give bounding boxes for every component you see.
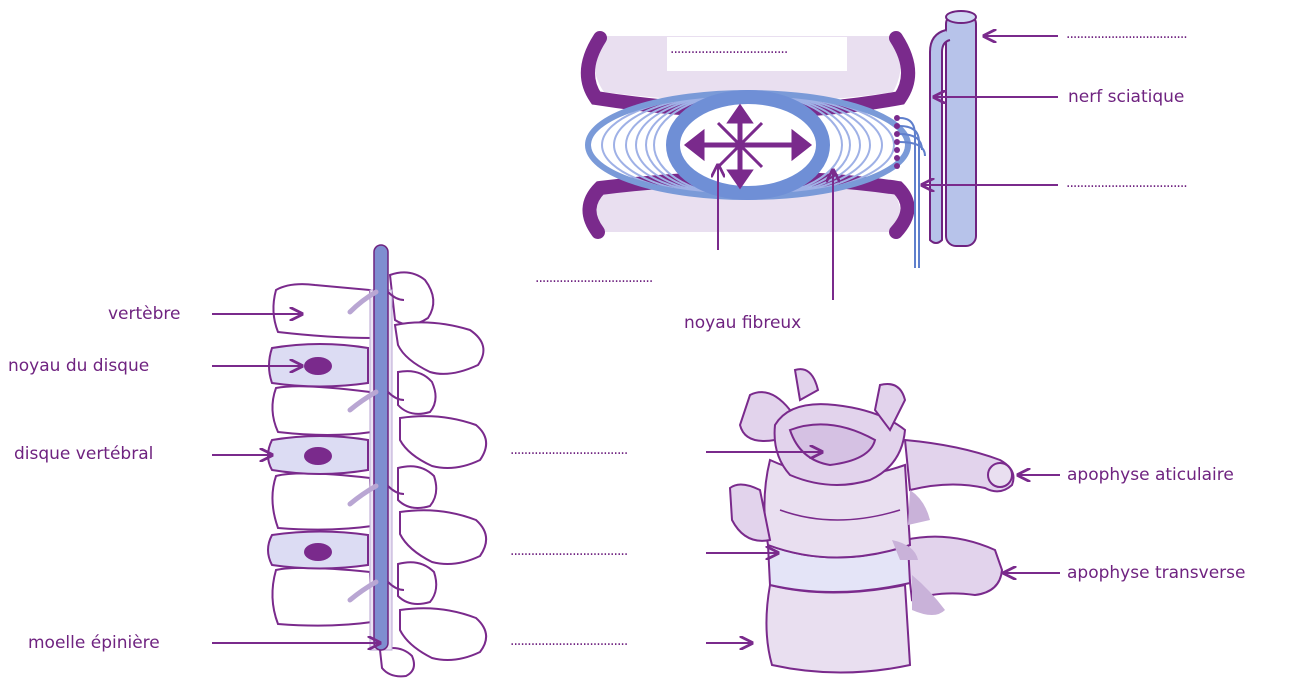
- blank-bottom-1: ..................................: [510, 443, 688, 457]
- label-moelle-epiniere: moelle épinière: [28, 633, 160, 653]
- spinous-process: [380, 648, 414, 676]
- blank-bottom-2: ..................................: [510, 544, 688, 558]
- lower-vertebra-body: [766, 585, 910, 673]
- spine-figure: [268, 245, 486, 676]
- sciatic-nerve-front: [946, 14, 976, 246]
- vertebral-body: [272, 386, 372, 435]
- sciatic-nerve-top: [946, 11, 976, 23]
- vertebral-body: [273, 284, 372, 338]
- spinous-process: [400, 510, 486, 564]
- vertebra-3d-figure: [730, 369, 1014, 672]
- disc-nucleus: [304, 447, 332, 465]
- label-noyau-fibreux: noyau fibreux: [684, 313, 801, 333]
- label-nerf-sciatique: nerf sciatique: [1068, 87, 1184, 107]
- label-vertebre: vertèbre: [108, 304, 181, 324]
- spinous-process: [398, 371, 436, 414]
- blank-left: ..................................: [535, 271, 731, 285]
- spinous-process: [398, 562, 436, 604]
- disc-nucleus: [304, 543, 332, 561]
- spinous-process-3d: [795, 369, 818, 400]
- label-noyau-du-disque: noyau du disque: [8, 356, 149, 376]
- label-disque-vertebral: disque vertébral: [14, 444, 153, 464]
- blank-bottom-3: ..................................: [510, 634, 688, 648]
- spinal-cord: [374, 245, 388, 650]
- blank-right-bottom: ...................................: [1066, 176, 1244, 190]
- spinous-process: [400, 416, 486, 468]
- disc-nucleus: [304, 357, 332, 375]
- spinous-process: [400, 608, 486, 660]
- label-apophyse-articulaire: apophyse aticulaire: [1067, 465, 1234, 485]
- spinous-process: [398, 466, 436, 508]
- blank-top: ..................................: [670, 42, 842, 56]
- label-apophyse-transverse: apophyse transverse: [1067, 563, 1245, 583]
- spinous-process: [395, 322, 483, 373]
- blank-right-top: ...................................: [1066, 27, 1244, 41]
